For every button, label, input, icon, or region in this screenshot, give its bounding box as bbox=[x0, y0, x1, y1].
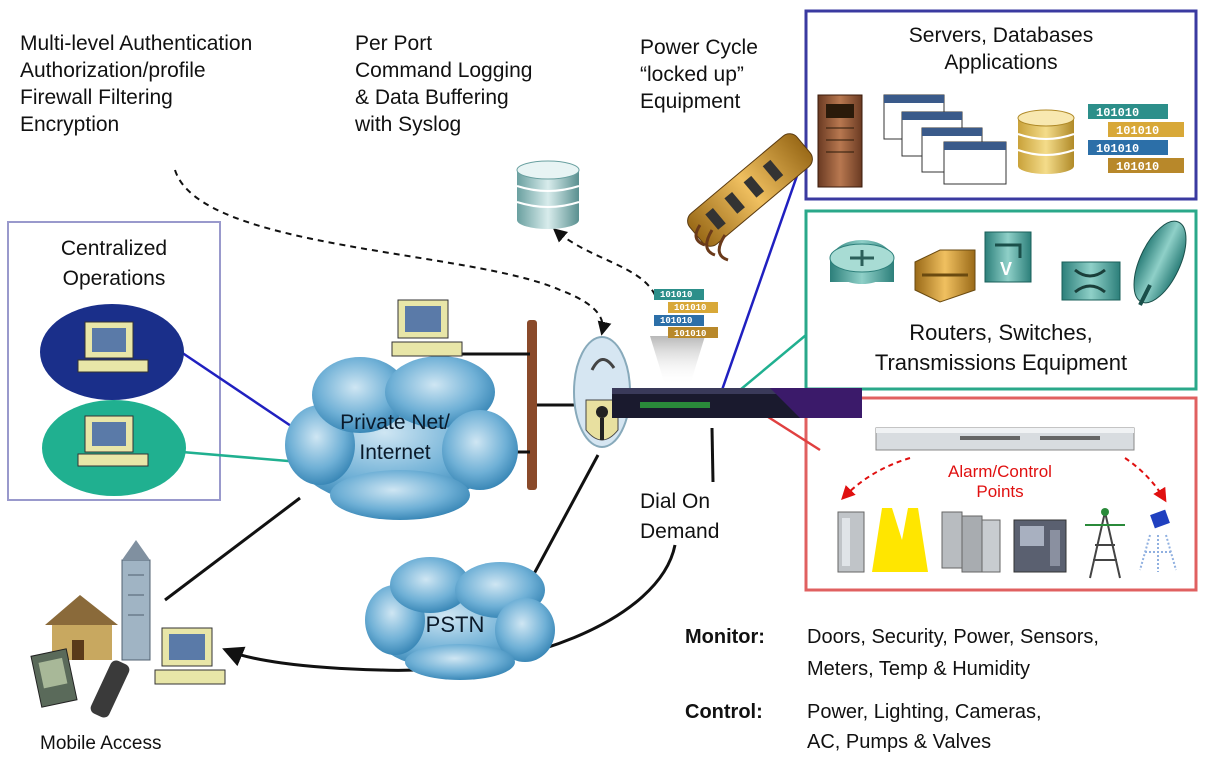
private-net-line: Internet bbox=[359, 441, 431, 464]
private-net-cloud bbox=[285, 356, 518, 520]
central-ops-line: Operations bbox=[62, 267, 166, 290]
central-ops-title: Centralized Operations bbox=[8, 234, 220, 294]
routers-title-line: Routers, Switches, bbox=[909, 320, 1093, 345]
servers-title-line: Servers, Databases bbox=[908, 24, 1094, 47]
security-line: Firewall Filtering bbox=[20, 86, 173, 109]
console-server-device bbox=[612, 388, 862, 418]
security-line: Authorization/profile bbox=[20, 59, 206, 82]
laptop-icon bbox=[77, 321, 149, 373]
satellite-dish-icon bbox=[1133, 220, 1187, 306]
alarm-title-line: Points bbox=[976, 482, 1024, 501]
alarm-title-line: Alarm/Control bbox=[948, 462, 1052, 481]
database-icon bbox=[1017, 109, 1075, 174]
central-ops-line: Centralized bbox=[60, 237, 168, 260]
server-rack-icon bbox=[817, 94, 863, 188]
binary-text: 101010 bbox=[660, 290, 693, 300]
pda-icon bbox=[30, 648, 78, 708]
logging-line: Per Port bbox=[355, 32, 433, 55]
private-net-label: Private Net/ Internet bbox=[320, 408, 470, 468]
hvac-icon bbox=[1013, 519, 1067, 573]
control-line: Power, Lighting, Cameras, bbox=[807, 701, 1042, 723]
private-net-line: Private Net/ bbox=[340, 411, 450, 434]
logging-features-text: Per Port Command Logging & Data Bufferin… bbox=[355, 30, 532, 138]
mobile-pc-icon bbox=[154, 627, 226, 685]
syslog-dashed-arrow bbox=[552, 228, 656, 296]
control-label: Control: bbox=[685, 701, 763, 723]
switch-icon bbox=[914, 249, 976, 303]
logging-line: with Syslog bbox=[355, 113, 462, 136]
binary-text: 101010 bbox=[1116, 124, 1160, 138]
transmission-icon bbox=[1061, 261, 1121, 301]
logging-line: & Data Buffering bbox=[355, 86, 509, 109]
laptop-icon bbox=[77, 415, 149, 467]
binary-text: 101010 bbox=[674, 329, 707, 339]
binary-text: 101010 bbox=[660, 316, 693, 326]
link-to-alarm bbox=[764, 413, 821, 452]
pc-icon bbox=[391, 299, 463, 357]
device-binary-icon: 101010 101010 101010 101010 bbox=[656, 289, 706, 341]
routers-title-line: Transmissions Equipment bbox=[874, 350, 1128, 375]
power-equipment-icon bbox=[941, 511, 1001, 573]
application-windows-icon bbox=[883, 94, 1007, 185]
power-cycle-text: Power Cycle “locked up” Equipment bbox=[640, 34, 758, 115]
security-features-text: Multi-level Authentication Authorization… bbox=[20, 30, 252, 138]
logging-line: Command Logging bbox=[355, 59, 533, 82]
syslog-database-icon bbox=[516, 160, 580, 229]
routers-box bbox=[804, 209, 1198, 391]
binary-data-icon: 101010 101010 101010 101010 bbox=[1090, 104, 1159, 176]
door-sensor-icon bbox=[837, 511, 865, 573]
power-line: Power Cycle bbox=[640, 36, 758, 59]
voice-switch-icon: V bbox=[984, 231, 1032, 283]
svg-text:V: V bbox=[1000, 259, 1012, 279]
binary-text: 101010 bbox=[1096, 142, 1140, 156]
binary-text: 101010 bbox=[674, 303, 707, 313]
dial-line: Dial On bbox=[640, 490, 711, 513]
router-icon bbox=[829, 240, 895, 284]
power-line: Equipment bbox=[640, 90, 741, 113]
alarm-controller-icon bbox=[875, 427, 1135, 451]
power-line: “locked up” bbox=[640, 63, 744, 86]
lighting-icon bbox=[872, 508, 928, 572]
pstn-label: PSTN bbox=[425, 612, 485, 637]
security-line: Multi-level Authentication bbox=[20, 32, 253, 55]
tower-icon bbox=[1085, 508, 1125, 579]
link-to-routers bbox=[739, 334, 807, 391]
mobile-phone-icon bbox=[90, 660, 130, 718]
servers-box-title: Servers, Databases Applications bbox=[806, 22, 1196, 76]
routers-box-title: Routers, Switches, Transmissions Equipme… bbox=[806, 318, 1196, 378]
auth-dashed-arrow bbox=[174, 169, 612, 336]
link-to-servers bbox=[720, 149, 808, 391]
monitor-line: Doors, Security, Power, Sensors, bbox=[807, 626, 1099, 648]
pstn-cloud bbox=[365, 557, 555, 680]
sprinkler-icon bbox=[1139, 509, 1177, 572]
binary-text: 101010 bbox=[1116, 160, 1160, 174]
dial-line: Demand bbox=[640, 520, 720, 543]
alarm-control-points-label: Alarm/Control Points bbox=[900, 462, 1100, 502]
mobile-access-label: Mobile Access bbox=[40, 733, 162, 754]
control-line: AC, Pumps & Valves bbox=[807, 731, 992, 753]
dial-on-demand-label: Dial On Demand bbox=[640, 487, 719, 547]
servers-title-line: Applications bbox=[944, 51, 1058, 74]
network-bus bbox=[527, 320, 537, 490]
security-line: Encryption bbox=[20, 113, 120, 136]
monitor-label: Monitor: bbox=[685, 626, 765, 648]
binary-text: 101010 bbox=[1096, 106, 1140, 120]
power-strip-icon bbox=[687, 133, 813, 247]
office-building-icon bbox=[121, 540, 151, 661]
house-icon bbox=[45, 595, 118, 660]
monitor-line: Meters, Temp & Humidity bbox=[807, 658, 1031, 680]
